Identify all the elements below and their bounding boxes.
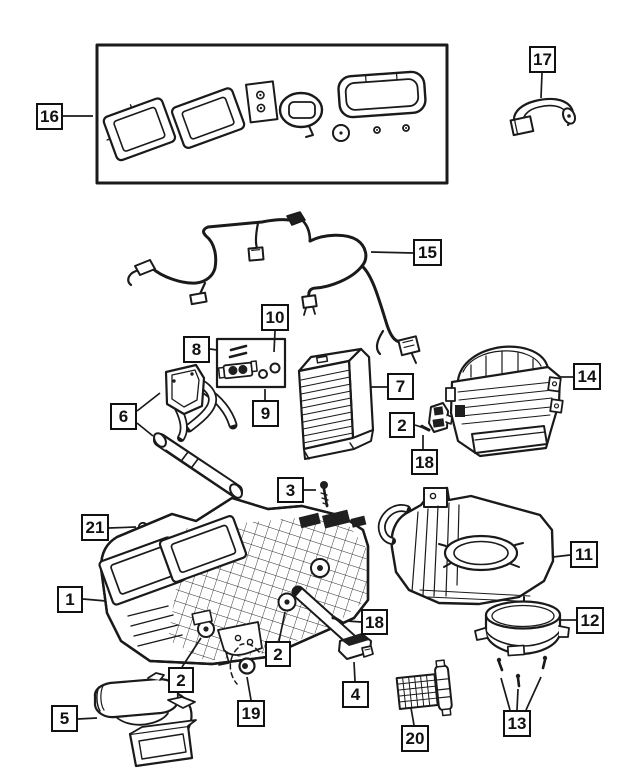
duct-17-drawing [511, 99, 578, 135]
callout-16-0[interactable]: 16 [36, 103, 63, 130]
screws-13-drawing [496, 655, 548, 686]
leader-line-15 [371, 252, 413, 253]
callout-7-6[interactable]: 7 [387, 373, 414, 400]
callout-11-13[interactable]: 11 [570, 541, 598, 568]
leader-line-6 [137, 393, 160, 411]
heater-core-drawing [395, 660, 452, 720]
leader-line-1 [83, 599, 106, 601]
leader-line-13 [517, 689, 518, 710]
callout-2-18[interactable]: 2 [168, 667, 194, 693]
callout-8-4[interactable]: 8 [183, 336, 210, 363]
evaporator-core-drawing [299, 349, 373, 459]
callout-2-9[interactable]: 2 [389, 412, 415, 438]
leader-line-19 [247, 677, 251, 700]
callout-20-22[interactable]: 20 [401, 725, 429, 752]
leader-line-8 [210, 349, 217, 350]
callout-9-5[interactable]: 9 [252, 400, 279, 427]
callout-1-14[interactable]: 1 [57, 586, 83, 613]
callout-4-19[interactable]: 4 [342, 681, 369, 708]
callout-18-10[interactable]: 18 [411, 449, 438, 475]
leader-line-17 [541, 73, 542, 98]
lower-housing-drawing [382, 488, 553, 604]
actuator-2-drawing [420, 403, 452, 432]
screw-3-drawing [320, 481, 328, 506]
leader-line-4 [354, 662, 355, 681]
leader-line-13 [526, 677, 541, 710]
upper-housing-drawing [446, 347, 563, 456]
leader-lines [63, 73, 576, 725]
callout-17-1[interactable]: 17 [529, 46, 556, 73]
callout-21-12[interactable]: 21 [81, 514, 109, 541]
leader-line-10 [274, 331, 275, 352]
callout-5-21[interactable]: 5 [51, 705, 78, 732]
callout-6-7[interactable]: 6 [110, 403, 137, 430]
resistor-module-drawing [339, 634, 373, 659]
leader-line-20 [411, 708, 414, 725]
leader-line-2 [182, 638, 201, 667]
leader-line-5 [78, 718, 97, 719]
blower-motor-drawing [475, 597, 569, 656]
leader-line-11 [553, 555, 570, 557]
leader-line-13 [501, 678, 510, 710]
leader-line-2 [415, 425, 421, 427]
callout-12-15[interactable]: 12 [576, 607, 604, 634]
screw-18b-drawing [331, 615, 344, 624]
wiring-harness-drawing [128, 212, 419, 363]
heater-tube-bracket-drawing [152, 365, 245, 500]
grommet-drawing [280, 93, 322, 137]
leader-line-2 [279, 612, 285, 641]
grommet-19-drawing [230, 644, 259, 684]
callout-15-2[interactable]: 15 [413, 239, 442, 266]
callout-2-17[interactable]: 2 [265, 641, 291, 667]
floor-duct-drawing [95, 673, 196, 766]
callout-10-3[interactable]: 10 [261, 304, 289, 331]
callout-18-16[interactable]: 18 [361, 609, 388, 635]
callout-14-8[interactable]: 14 [573, 363, 601, 390]
main-housing-drawing [98, 498, 368, 665]
leader-line-18 [347, 621, 361, 622]
callout-19-20[interactable]: 19 [237, 700, 265, 727]
leader-line-21 [109, 527, 136, 528]
callout-3-11[interactable]: 3 [277, 477, 304, 503]
callout-13-23[interactable]: 13 [503, 710, 531, 737]
seal-kit-box-drawing [97, 45, 447, 183]
leader-line-6 [137, 423, 153, 436]
